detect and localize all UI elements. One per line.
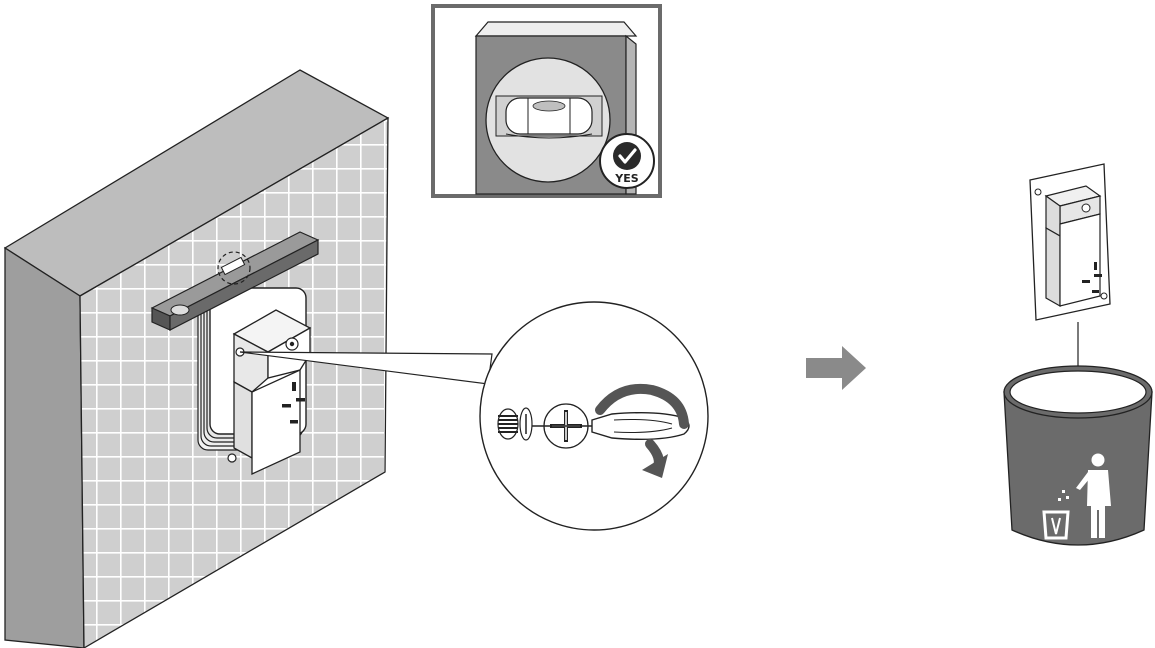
screwdriver-icon: [532, 411, 690, 441]
checkmark-icon: YES: [599, 133, 655, 189]
inset-badge-label: YES: [614, 172, 638, 185]
level-check-inset: YES: [431, 4, 662, 198]
person-disposing-icon: [1042, 453, 1111, 540]
level-bubble-highlight: [217, 251, 251, 285]
rotate-arrow-icon: [595, 384, 689, 478]
next-step-arrow-icon: [806, 346, 866, 390]
mounting-template-icon: [197, 287, 312, 476]
wall-side-face: [4, 246, 85, 648]
zoom-callout: [239, 301, 709, 531]
trash-bin-icon: [1003, 365, 1153, 546]
removed-template-icon: [1029, 163, 1111, 394]
spirit-level-icon: [150, 231, 320, 331]
screw-icon: [497, 407, 533, 441]
